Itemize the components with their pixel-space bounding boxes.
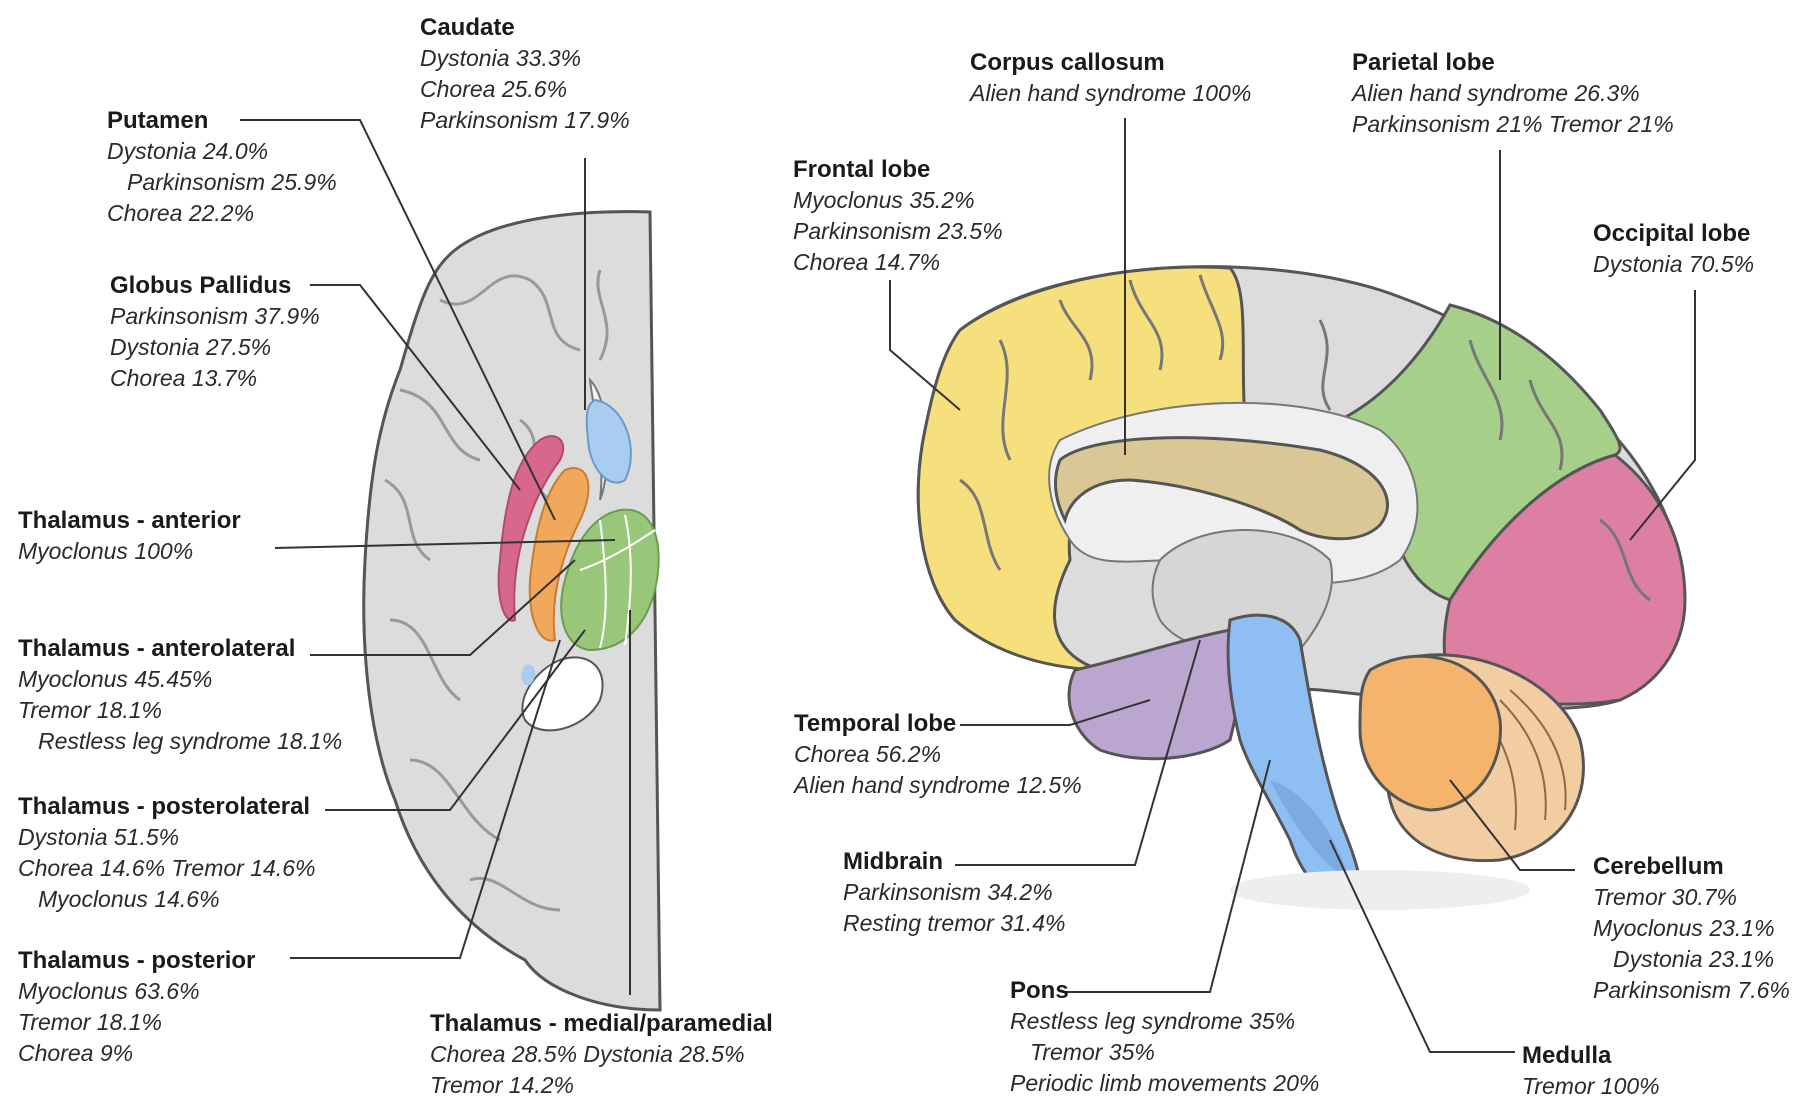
thalamus-anterior-title: Thalamus - anterior: [18, 505, 241, 536]
thalamus-posterolateral-title: Thalamus - posterolateral: [18, 791, 315, 822]
thalamus-medial-stat-2: Tremor 14.2%: [430, 1070, 773, 1101]
thalamus-posterior-stat-3: Chorea 9%: [18, 1038, 255, 1069]
globus-pallidus-stat-2: Dystonia 27.5%: [110, 332, 320, 363]
thalamus-posterior-stat-2: Tremor 18.1%: [18, 1007, 255, 1038]
cerebellum-label: Cerebellum Tremor 30.7% Myoclonus 23.1% …: [1593, 851, 1790, 1006]
medulla-title: Medulla: [1522, 1040, 1660, 1071]
temporal-lobe-label: Temporal lobe Chorea 56.2% Alien hand sy…: [794, 708, 1082, 801]
parietal-lobe-stat-2: Parkinsonism 21% Tremor 21%: [1352, 109, 1674, 140]
thalamus-posterolateral-stat-1: Dystonia 51.5%: [18, 822, 315, 853]
corpus-callosum-stat-1: Alien hand syndrome 100%: [970, 78, 1251, 109]
frontal-lobe-label: Frontal lobe Myoclonus 35.2% Parkinsonis…: [793, 154, 1003, 278]
sagittal-section: [918, 267, 1685, 910]
thalamus-posterolateral-label: Thalamus - posterolateral Dystonia 51.5%…: [18, 791, 315, 915]
putamen-stat-1: Dystonia 24.0%: [107, 136, 337, 167]
caudate-stat-2: Chorea 25.6%: [420, 74, 630, 105]
thalamus-anterolateral-stat-3: Restless leg syndrome 18.1%: [18, 726, 342, 757]
midbrain-stat-2: Resting tremor 31.4%: [843, 908, 1065, 939]
thalamus-anterior-label: Thalamus - anterior Myoclonus 100%: [18, 505, 241, 567]
putamen-label: Putamen Dystonia 24.0% Parkinsonism 25.9…: [107, 105, 337, 229]
thalamus-anterior-stat-1: Myoclonus 100%: [18, 536, 241, 567]
medulla-label: Medulla Tremor 100%: [1522, 1040, 1660, 1102]
pons-leader: [1065, 760, 1270, 992]
temporal-lobe-stat-1: Chorea 56.2%: [794, 739, 1082, 770]
putamen-stat-2: Parkinsonism 25.9%: [107, 167, 337, 198]
parietal-lobe-stat-1: Alien hand syndrome 26.3%: [1352, 78, 1674, 109]
frontal-lobe-stat-3: Chorea 14.7%: [793, 247, 1003, 278]
temporal-lobe-stat-2: Alien hand syndrome 12.5%: [794, 770, 1082, 801]
putamen-title: Putamen: [107, 105, 337, 136]
thalamus-anterolateral-title: Thalamus - anterolateral: [18, 633, 342, 664]
temporal-lobe-title: Temporal lobe: [794, 708, 1082, 739]
thalamus-posterior-title: Thalamus - posterior: [18, 945, 255, 976]
globus-pallidus-stat-3: Chorea 13.7%: [110, 363, 320, 394]
caudate-title: Caudate: [420, 12, 630, 43]
midbrain-stat-1: Parkinsonism 34.2%: [843, 877, 1065, 908]
parietal-lobe-title: Parietal lobe: [1352, 47, 1674, 78]
frontal-lobe-stat-1: Myoclonus 35.2%: [793, 185, 1003, 216]
thalamus-anterolateral-stat-1: Myoclonus 45.45%: [18, 664, 342, 695]
occipital-lobe-title: Occipital lobe: [1593, 218, 1754, 249]
corpus-callosum-label: Corpus callosum Alien hand syndrome 100%: [970, 47, 1251, 109]
globus-pallidus-stat-1: Parkinsonism 37.9%: [110, 301, 320, 332]
pons-stat-3: Periodic limb movements 20%: [1010, 1068, 1319, 1099]
thalamus-medial-title: Thalamus - medial/paramedial: [430, 1008, 773, 1039]
globus-pallidus-title: Globus Pallidus: [110, 270, 320, 301]
thalamus-anterolateral-label: Thalamus - anterolateral Myoclonus 45.45…: [18, 633, 342, 757]
cerebellum-stat-4: Parkinsonism 7.6%: [1593, 975, 1790, 1006]
floor-shadow: [1230, 870, 1530, 910]
cerebellum-stat-1: Tremor 30.7%: [1593, 882, 1790, 913]
caudate-stat-1: Dystonia 33.3%: [420, 43, 630, 74]
caudate-label: Caudate Dystonia 33.3% Chorea 25.6% Park…: [420, 12, 630, 136]
cerebellum-stat-3: Dystonia 23.1%: [1593, 944, 1790, 975]
pons-title: Pons: [1010, 975, 1319, 1006]
thalamus-medial-stat-1: Chorea 28.5% Dystonia 28.5%: [430, 1039, 773, 1070]
cerebellum-stat-2: Myoclonus 23.1%: [1593, 913, 1790, 944]
thalamus-medial-label: Thalamus - medial/paramedial Chorea 28.5…: [430, 1008, 773, 1101]
thalamus-posterolateral-stat-3: Myoclonus 14.6%: [18, 884, 315, 915]
thalamus-posterior-label: Thalamus - posterior Myoclonus 63.6% Tre…: [18, 945, 255, 1069]
parietal-lobe-label: Parietal lobe Alien hand syndrome 26.3% …: [1352, 47, 1674, 140]
putamen-stat-3: Chorea 22.2%: [107, 198, 337, 229]
corpus-callosum-title: Corpus callosum: [970, 47, 1251, 78]
pons-stat-1: Restless leg syndrome 35%: [1010, 1006, 1319, 1037]
cerebellum-title: Cerebellum: [1593, 851, 1790, 882]
frontal-lobe-stat-2: Parkinsonism 23.5%: [793, 216, 1003, 247]
globus-pallidus-label: Globus Pallidus Parkinsonism 37.9% Dysto…: [110, 270, 320, 394]
occipital-lobe-stat-1: Dystonia 70.5%: [1593, 249, 1754, 280]
medulla-stat-1: Tremor 100%: [1522, 1071, 1660, 1102]
occipital-lobe-label: Occipital lobe Dystonia 70.5%: [1593, 218, 1754, 280]
pons-stat-2: Tremor 35%: [1010, 1037, 1319, 1068]
thalamus-posterolateral-stat-2: Chorea 14.6% Tremor 14.6%: [18, 853, 315, 884]
pons-label: Pons Restless leg syndrome 35% Tremor 35…: [1010, 975, 1319, 1099]
cerebellum-core-shape: [1360, 656, 1500, 810]
coronal-section: [364, 212, 660, 1010]
thalamus-anterolateral-stat-2: Tremor 18.1%: [18, 695, 342, 726]
frontal-lobe-title: Frontal lobe: [793, 154, 1003, 185]
thalamus-posterior-stat-1: Myoclonus 63.6%: [18, 976, 255, 1007]
midbrain-title: Midbrain: [843, 846, 1065, 877]
caudate-stat-3: Parkinsonism 17.9%: [420, 105, 630, 136]
midbrain-label: Midbrain Parkinsonism 34.2% Resting trem…: [843, 846, 1065, 939]
